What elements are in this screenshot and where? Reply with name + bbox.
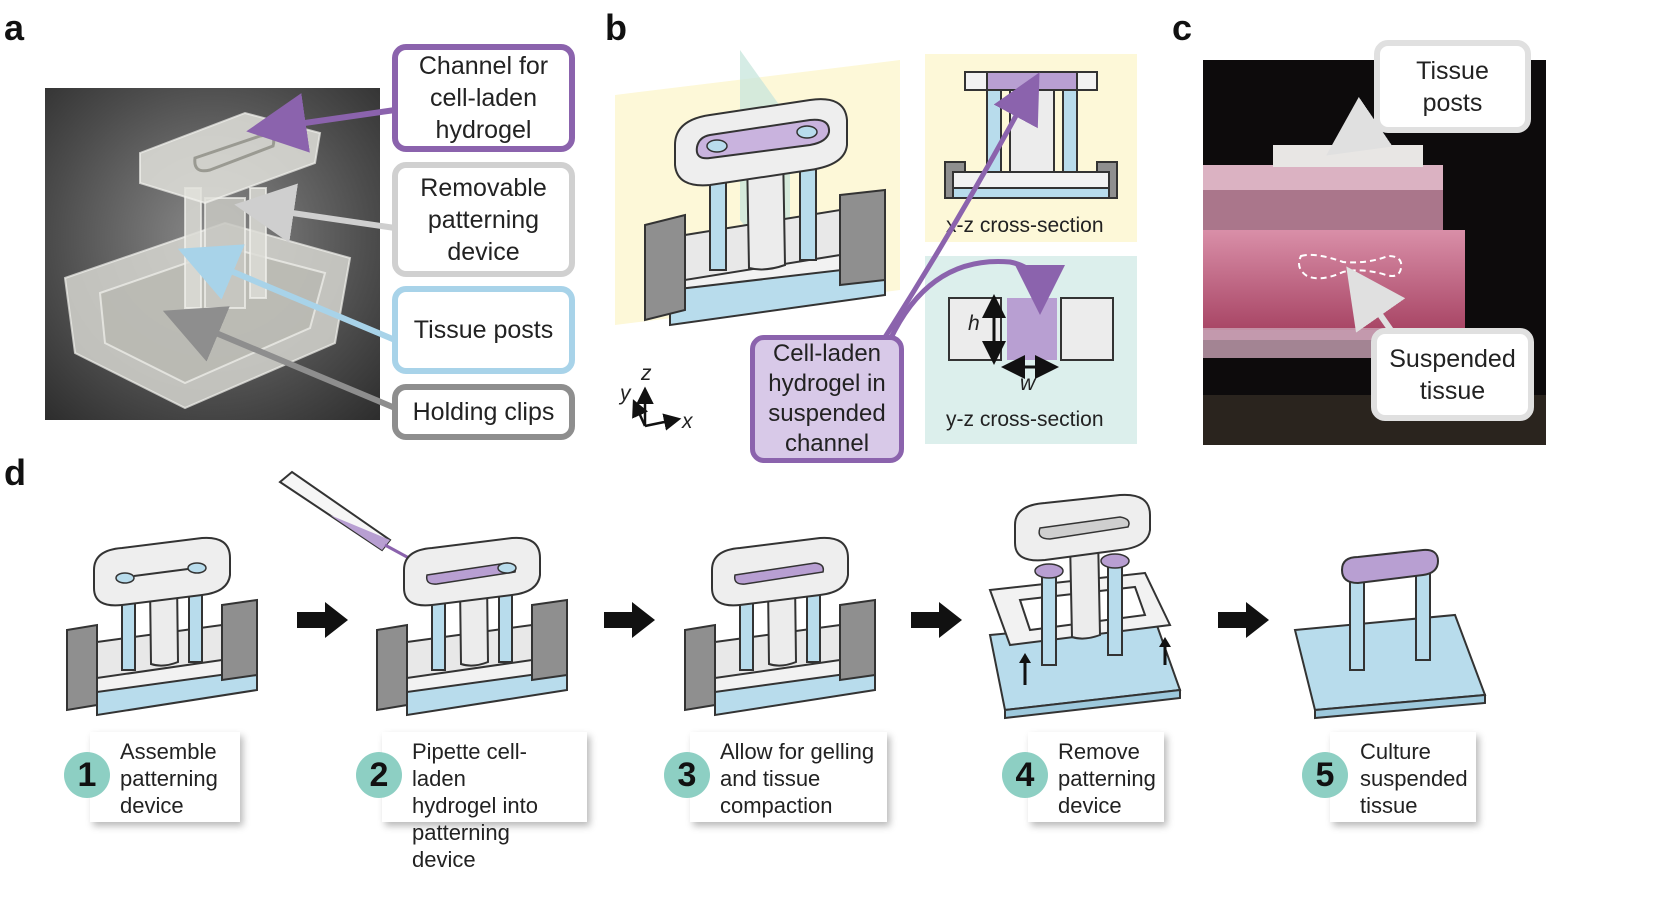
callout-arrows-a bbox=[162, 93, 397, 411]
callout-tissue-posts: Tissue posts bbox=[392, 286, 575, 374]
callout-suspended-channel: Cell-laden hydrogel in suspended channel bbox=[750, 335, 904, 463]
step3-illustration bbox=[684, 536, 876, 717]
axis-x-label: x bbox=[682, 410, 693, 433]
callout-channel: Channel for cell-laden hydrogel bbox=[392, 44, 575, 152]
callout-arrows-b bbox=[877, 72, 1065, 347]
xz-caption: x-z cross-section bbox=[946, 214, 1104, 237]
step-3-box: Allow for gelling and tissue compaction bbox=[690, 732, 887, 822]
step-5-number: 5 bbox=[1302, 752, 1348, 798]
yz-cross-section bbox=[925, 256, 1137, 444]
step-2-box: Pipette cell-laden hydrogel into pattern… bbox=[382, 732, 587, 872]
axis-y-label: y bbox=[620, 382, 631, 405]
device-schematic-3d bbox=[615, 50, 900, 327]
axis-triad bbox=[632, 386, 682, 431]
step-2-number: 2 bbox=[356, 752, 402, 798]
w-label: w bbox=[1020, 372, 1036, 395]
step1-illustration bbox=[66, 536, 258, 717]
step4-illustration bbox=[988, 493, 1182, 720]
step-4-box: Remove patterning device bbox=[1028, 732, 1164, 822]
callout-suspended-tissue: Suspended tissue bbox=[1371, 328, 1534, 421]
dimension-arrows bbox=[982, 294, 1059, 379]
panel-label-d: d bbox=[4, 452, 26, 493]
step-5-box: Culture suspended tissue bbox=[1330, 732, 1476, 822]
step-arrows bbox=[297, 602, 1269, 638]
step-1-number: 1 bbox=[64, 752, 110, 798]
yz-caption: y-z cross-section bbox=[946, 408, 1104, 431]
axis-z-label: z bbox=[641, 362, 652, 385]
step-4-number: 4 bbox=[1002, 752, 1048, 798]
step-3-number: 3 bbox=[664, 752, 710, 798]
panel-label-a: a bbox=[4, 7, 25, 48]
callout-holding-clips: Holding clips bbox=[392, 384, 575, 440]
panel-label-c: c bbox=[1172, 7, 1193, 48]
h-label: h bbox=[968, 312, 980, 335]
panel-label-b: b bbox=[605, 7, 627, 48]
callout-patterning-device: Removable patterning device bbox=[392, 162, 575, 277]
callout-tissue-posts-c: Tissue posts bbox=[1374, 40, 1531, 133]
step-1-box: Assemble patterning device bbox=[90, 732, 240, 822]
step2-illustration bbox=[376, 536, 568, 717]
step5-illustration bbox=[1293, 548, 1487, 720]
